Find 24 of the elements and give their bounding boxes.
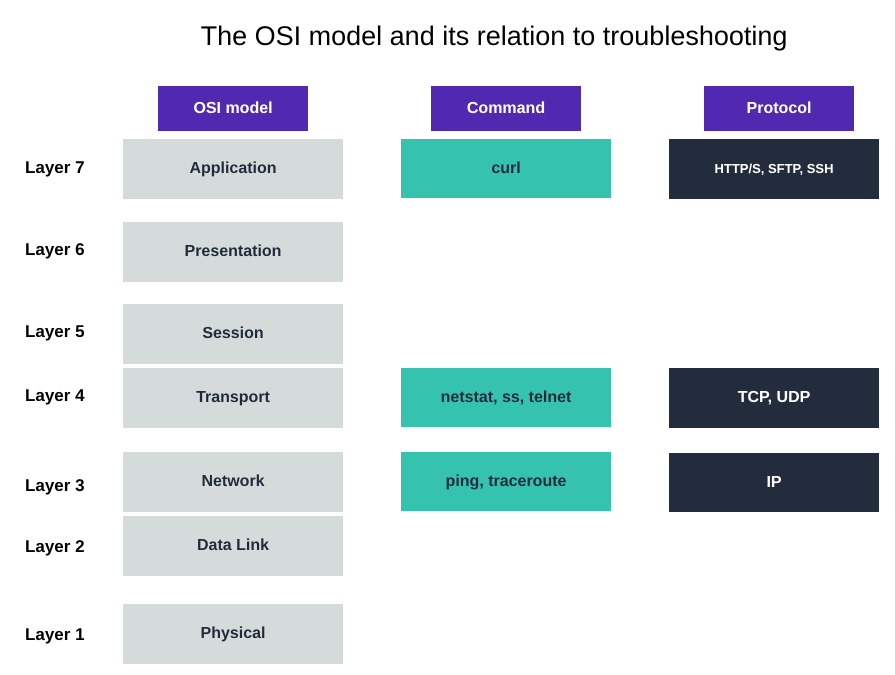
- column-header: Protocol: [704, 86, 854, 131]
- layer-box: Data Link: [123, 516, 343, 576]
- layer-label: Layer 6: [25, 240, 85, 260]
- command-box: ping, traceroute: [401, 452, 611, 511]
- command-box: netstat, ss, telnet: [401, 368, 611, 427]
- layer-box: Application: [123, 139, 343, 199]
- layer-box: Transport: [123, 368, 343, 428]
- layer-label: Layer 7: [25, 158, 85, 178]
- layer-box: Presentation: [123, 222, 343, 282]
- protocol-box: TCP, UDP: [669, 368, 879, 428]
- diagram-title: The OSI model and its relation to troubleshooting: [200, 20, 788, 53]
- protocol-box: HTTP/S, SFTP, SSH: [669, 139, 879, 199]
- layer-box: Session: [123, 304, 343, 364]
- layer-label: Layer 5: [25, 322, 85, 342]
- layer-label: Layer 1: [25, 625, 85, 645]
- protocol-box: IP: [669, 453, 879, 512]
- column-header: OSI model: [158, 86, 308, 131]
- layer-box: Physical: [123, 604, 343, 664]
- column-header: Command: [431, 86, 581, 131]
- layer-label: Layer 4: [25, 386, 85, 406]
- layer-label: Layer 2: [25, 537, 85, 557]
- layer-label: Layer 3: [25, 476, 85, 496]
- layer-box: Network: [123, 452, 343, 512]
- command-box: curl: [401, 139, 611, 198]
